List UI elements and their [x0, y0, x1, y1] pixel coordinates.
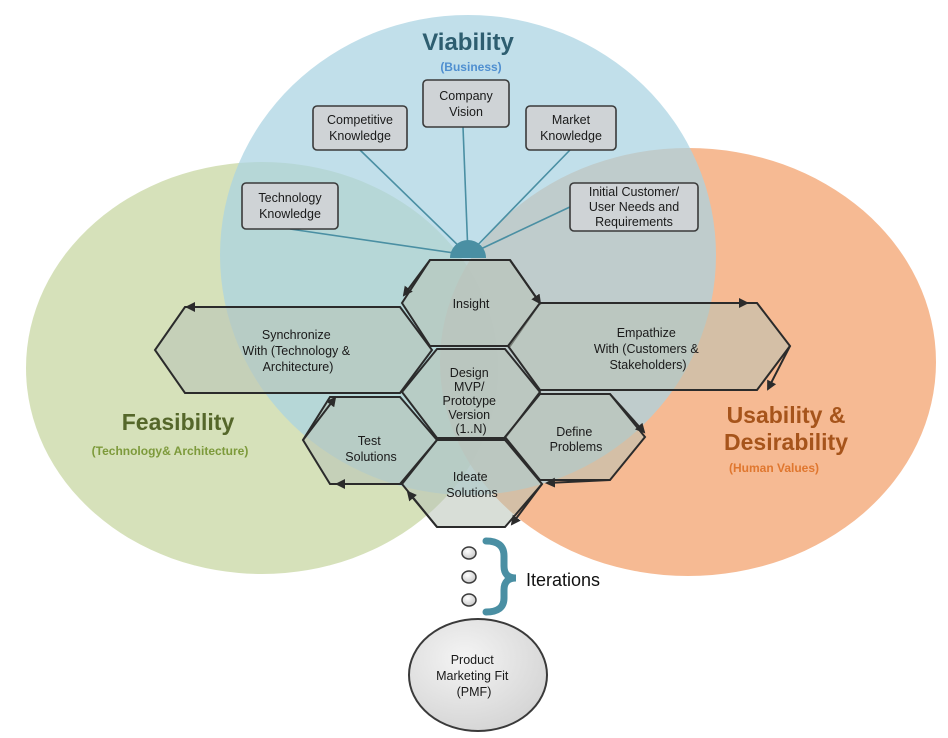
customer-needs-line3: Requirements: [595, 215, 673, 229]
pmf-line3: (PMF): [457, 685, 492, 699]
hexagon-cluster: [153, 259, 792, 528]
hex-synchronize-label: Synchronize With (Technology & Architect…: [242, 328, 353, 374]
hex-design-label: Design MVP/ Prototype Version (1..N): [443, 366, 500, 436]
svg-text:Initial Customer/User Needs an: Initial Customer/User Needs andRequireme…: [589, 185, 680, 229]
usability-title-line2: Desirability: [724, 429, 848, 455]
technology-knowledge-line2: Knowledge: [259, 207, 321, 221]
iteration-dot: [461, 570, 477, 584]
feasibility-title: Feasibility: [122, 409, 235, 435]
hex-insight-label: Insight: [453, 297, 490, 311]
pmf-line1: Product: [451, 653, 495, 667]
iteration-dots: [461, 546, 477, 607]
pmf-node: Product Marketing Fit (PMF): [408, 618, 548, 732]
viability-subtitle: (Business): [440, 60, 501, 74]
iteration-dot: [461, 546, 477, 560]
hex-define-label: Define Problems: [550, 425, 603, 454]
usability-subtitle: (Human Values): [729, 461, 819, 475]
customer-needs-line2: User Needs and: [589, 200, 679, 214]
iteration-dot: [461, 593, 477, 607]
company-vision-line1: Company: [439, 89, 493, 103]
company-vision-line2: Vision: [449, 105, 483, 119]
competitive-knowledge-line2: Knowledge: [329, 129, 391, 143]
svg-text:Product Marketing Fit: Product Marketing Fit (PMF): [436, 653, 512, 699]
hex-test-label: Test Solutions: [345, 434, 396, 464]
market-knowledge-line2: Knowledge: [540, 129, 602, 143]
viability-title: Viability: [422, 29, 514, 56]
customer-needs-line1: Initial Customer/: [589, 185, 680, 199]
hex-empathize: [506, 302, 792, 391]
iterations-brace: [482, 537, 517, 616]
hex-ideate-label: Ideate Solutions: [446, 470, 497, 500]
competitive-knowledge-line1: Competitive: [327, 113, 393, 127]
iterations-label: Iterations: [526, 570, 600, 590]
technology-knowledge-line1: Technology: [258, 191, 322, 205]
feasibility-subtitle: (Technology& Architecture): [92, 444, 249, 458]
connector-hub: [450, 240, 486, 258]
market-knowledge-line1: Market: [552, 113, 591, 127]
input-connectors: [289, 126, 573, 256]
flow-arrows: [185, 259, 791, 528]
pmf-line2: Marketing Fit: [436, 669, 509, 683]
usability-title-line1: Usability &: [727, 402, 846, 428]
hex-empathize-label: Empathize With (Customers & Stakeholders…: [594, 326, 702, 372]
